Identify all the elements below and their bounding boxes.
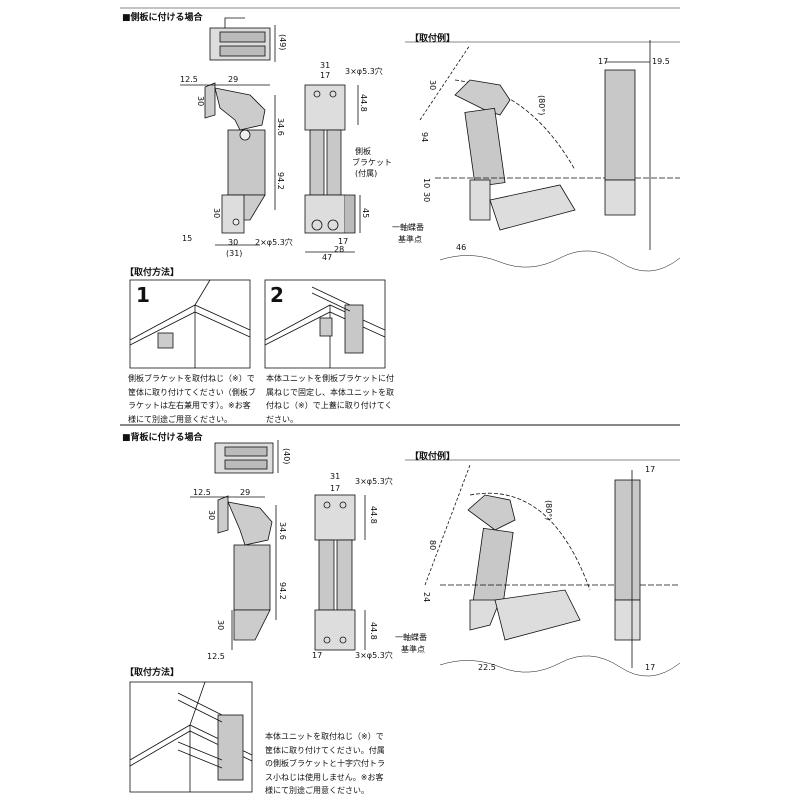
bracket-label: (付属)	[355, 169, 378, 178]
dim-label: 45	[361, 208, 370, 219]
dim-label: 17	[338, 237, 349, 246]
dim-label: 44.8	[369, 506, 378, 524]
dim-label: 19.5	[652, 57, 670, 66]
dim-label: 17	[645, 663, 656, 672]
install-example-top	[419, 40, 681, 272]
dim-label: 24	[422, 592, 431, 603]
dim-label: 29	[228, 75, 239, 84]
example-title: 【取付例】	[410, 452, 456, 462]
hole-label: 3×φ5.3穴	[345, 67, 383, 76]
dim-label: (31)	[226, 249, 243, 258]
example-title: 【取付例】	[410, 34, 456, 44]
dim-label: 80	[428, 540, 437, 551]
dim-label: 30	[428, 80, 437, 91]
dim-label: 31	[330, 472, 341, 481]
dim-label: 30	[422, 192, 431, 203]
dim-label: 30	[207, 510, 216, 521]
install-example-bottom	[424, 464, 681, 677]
dim-label: 44.8	[359, 94, 368, 112]
dim-label: 17	[330, 484, 341, 493]
step-number: 1	[136, 283, 150, 307]
method-illustration-2	[264, 279, 386, 369]
dim-label: 12.5	[180, 75, 198, 84]
method-title: 【取付方法】	[125, 268, 180, 278]
angle-label: (80°)	[544, 500, 553, 521]
dim-label: 10	[422, 178, 431, 189]
dim-label: (40)	[282, 448, 291, 465]
dim-label: 17	[598, 57, 609, 66]
method-text: 本体ユニットを取付ねじ（※）で筐体に取り付けてください。付属の側板ブラケットと十…	[265, 732, 385, 795]
dim-label: 30	[196, 96, 205, 107]
top-view-drawing	[209, 17, 276, 62]
front-view-drawing	[304, 84, 361, 253]
bracket-label: ブラケット	[352, 158, 392, 167]
dim-label: 47	[322, 253, 333, 262]
hole-label: 2×φ5.3穴	[255, 238, 293, 247]
dim-label: 44.8	[369, 622, 378, 640]
angle-label: (80°)	[537, 95, 546, 116]
method-illustration-bottom	[129, 681, 253, 793]
side-view-drawing-bottom	[190, 495, 277, 650]
section-title-back-panel: ■背板に付ける場合	[122, 433, 203, 443]
dim-label: 31	[320, 61, 331, 70]
hole-label: 3×φ5.3穴	[355, 477, 393, 486]
dim-label: 29	[240, 488, 251, 497]
method-title: 【取付方法】	[125, 668, 180, 678]
dim-label: 30	[228, 238, 239, 247]
hole-label: 3×φ5.3穴	[355, 651, 393, 660]
dim-label: 17	[645, 465, 656, 474]
hinge-label: 基準点	[401, 645, 425, 654]
side-view-drawing	[180, 82, 276, 246]
step-2-text: 本体ユニットを側板ブラケットに付属ねじで固定し、本体ユニットを取付ねじ（※）で上…	[266, 374, 394, 424]
section-title-side-panel: ■側板に付ける場合	[122, 13, 203, 23]
dim-label: 22.5	[478, 663, 496, 672]
top-view-drawing-bottom	[214, 440, 279, 474]
hinge-label: 一軸蝶番	[395, 633, 427, 642]
front-view-drawing-bottom	[314, 494, 366, 651]
dim-label: 30	[212, 208, 221, 219]
dim-label: (49)	[278, 34, 287, 51]
dim-label: 30	[216, 620, 225, 631]
dim-label: 94.2	[276, 172, 285, 190]
dim-label: 46	[456, 243, 467, 252]
dim-label: 17	[312, 651, 323, 660]
hinge-label: 一軸蝶番	[392, 223, 424, 232]
dim-label: 12.5	[193, 488, 211, 497]
dim-label: 34.6	[276, 118, 285, 136]
dim-label: 94	[420, 132, 429, 143]
dim-label: 28	[334, 245, 345, 254]
bracket-label: 側板	[355, 147, 371, 156]
dim-label: 15	[182, 234, 193, 243]
hinge-label: 基準点	[398, 235, 422, 244]
dim-label: 94.2	[278, 582, 287, 600]
dim-label: 12.5	[207, 652, 225, 661]
dim-label: 34.6	[278, 522, 287, 540]
method-illustration-1	[129, 279, 251, 369]
step-1-text: 側板ブラケットを取付ねじ（※）で筐体に取り付けてください（側板ブラケットは左右兼…	[128, 374, 256, 424]
dim-label: 17	[320, 71, 331, 80]
step-number: 2	[270, 283, 284, 307]
